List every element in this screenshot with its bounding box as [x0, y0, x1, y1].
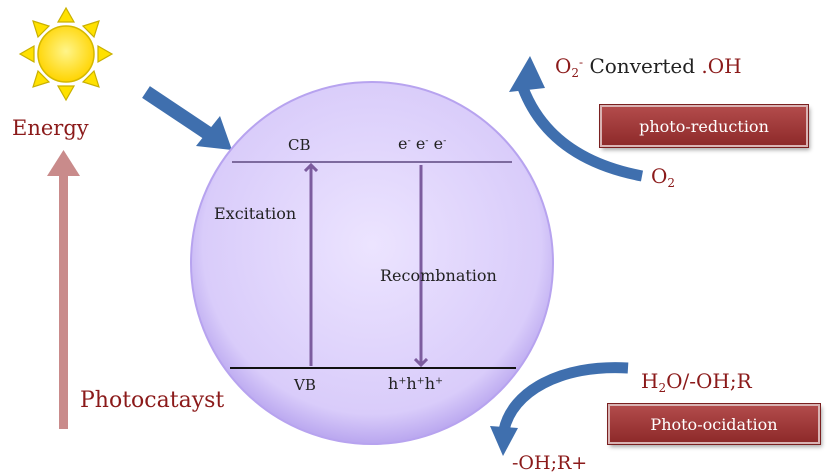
- oxygen-reactant-label: O2: [651, 164, 676, 191]
- vb-label: VB: [294, 376, 316, 394]
- reduction-product-label: O2- Converted .OH: [555, 54, 742, 81]
- electrons-label: e- e- e-: [398, 134, 447, 153]
- excitation-label: Excitation: [214, 204, 297, 223]
- holes-label: h+h+h+: [388, 374, 444, 393]
- curved-arrow-icon: [490, 362, 629, 456]
- up-arrow-icon: [47, 150, 80, 429]
- diagonal-arrow-icon: [142, 86, 232, 150]
- photocatalyst-label: Photocatayst: [80, 388, 225, 413]
- sun-icon: [18, 6, 114, 102]
- photo-oxidation-box: Photo-ocidation: [608, 404, 820, 444]
- oxidation-product-label: -OH;R+: [512, 452, 588, 474]
- energy-label: Energy: [12, 116, 89, 140]
- oxidation-reactant-label: H2O/-OH;R: [641, 369, 752, 396]
- recombination-label: Recombnation: [380, 266, 497, 285]
- cb-label: CB: [288, 136, 311, 154]
- photo-reduction-box: photo-reduction: [600, 105, 808, 147]
- photocatalyst-sphere: [190, 81, 554, 445]
- curved-arrow-icon: [509, 56, 644, 182]
